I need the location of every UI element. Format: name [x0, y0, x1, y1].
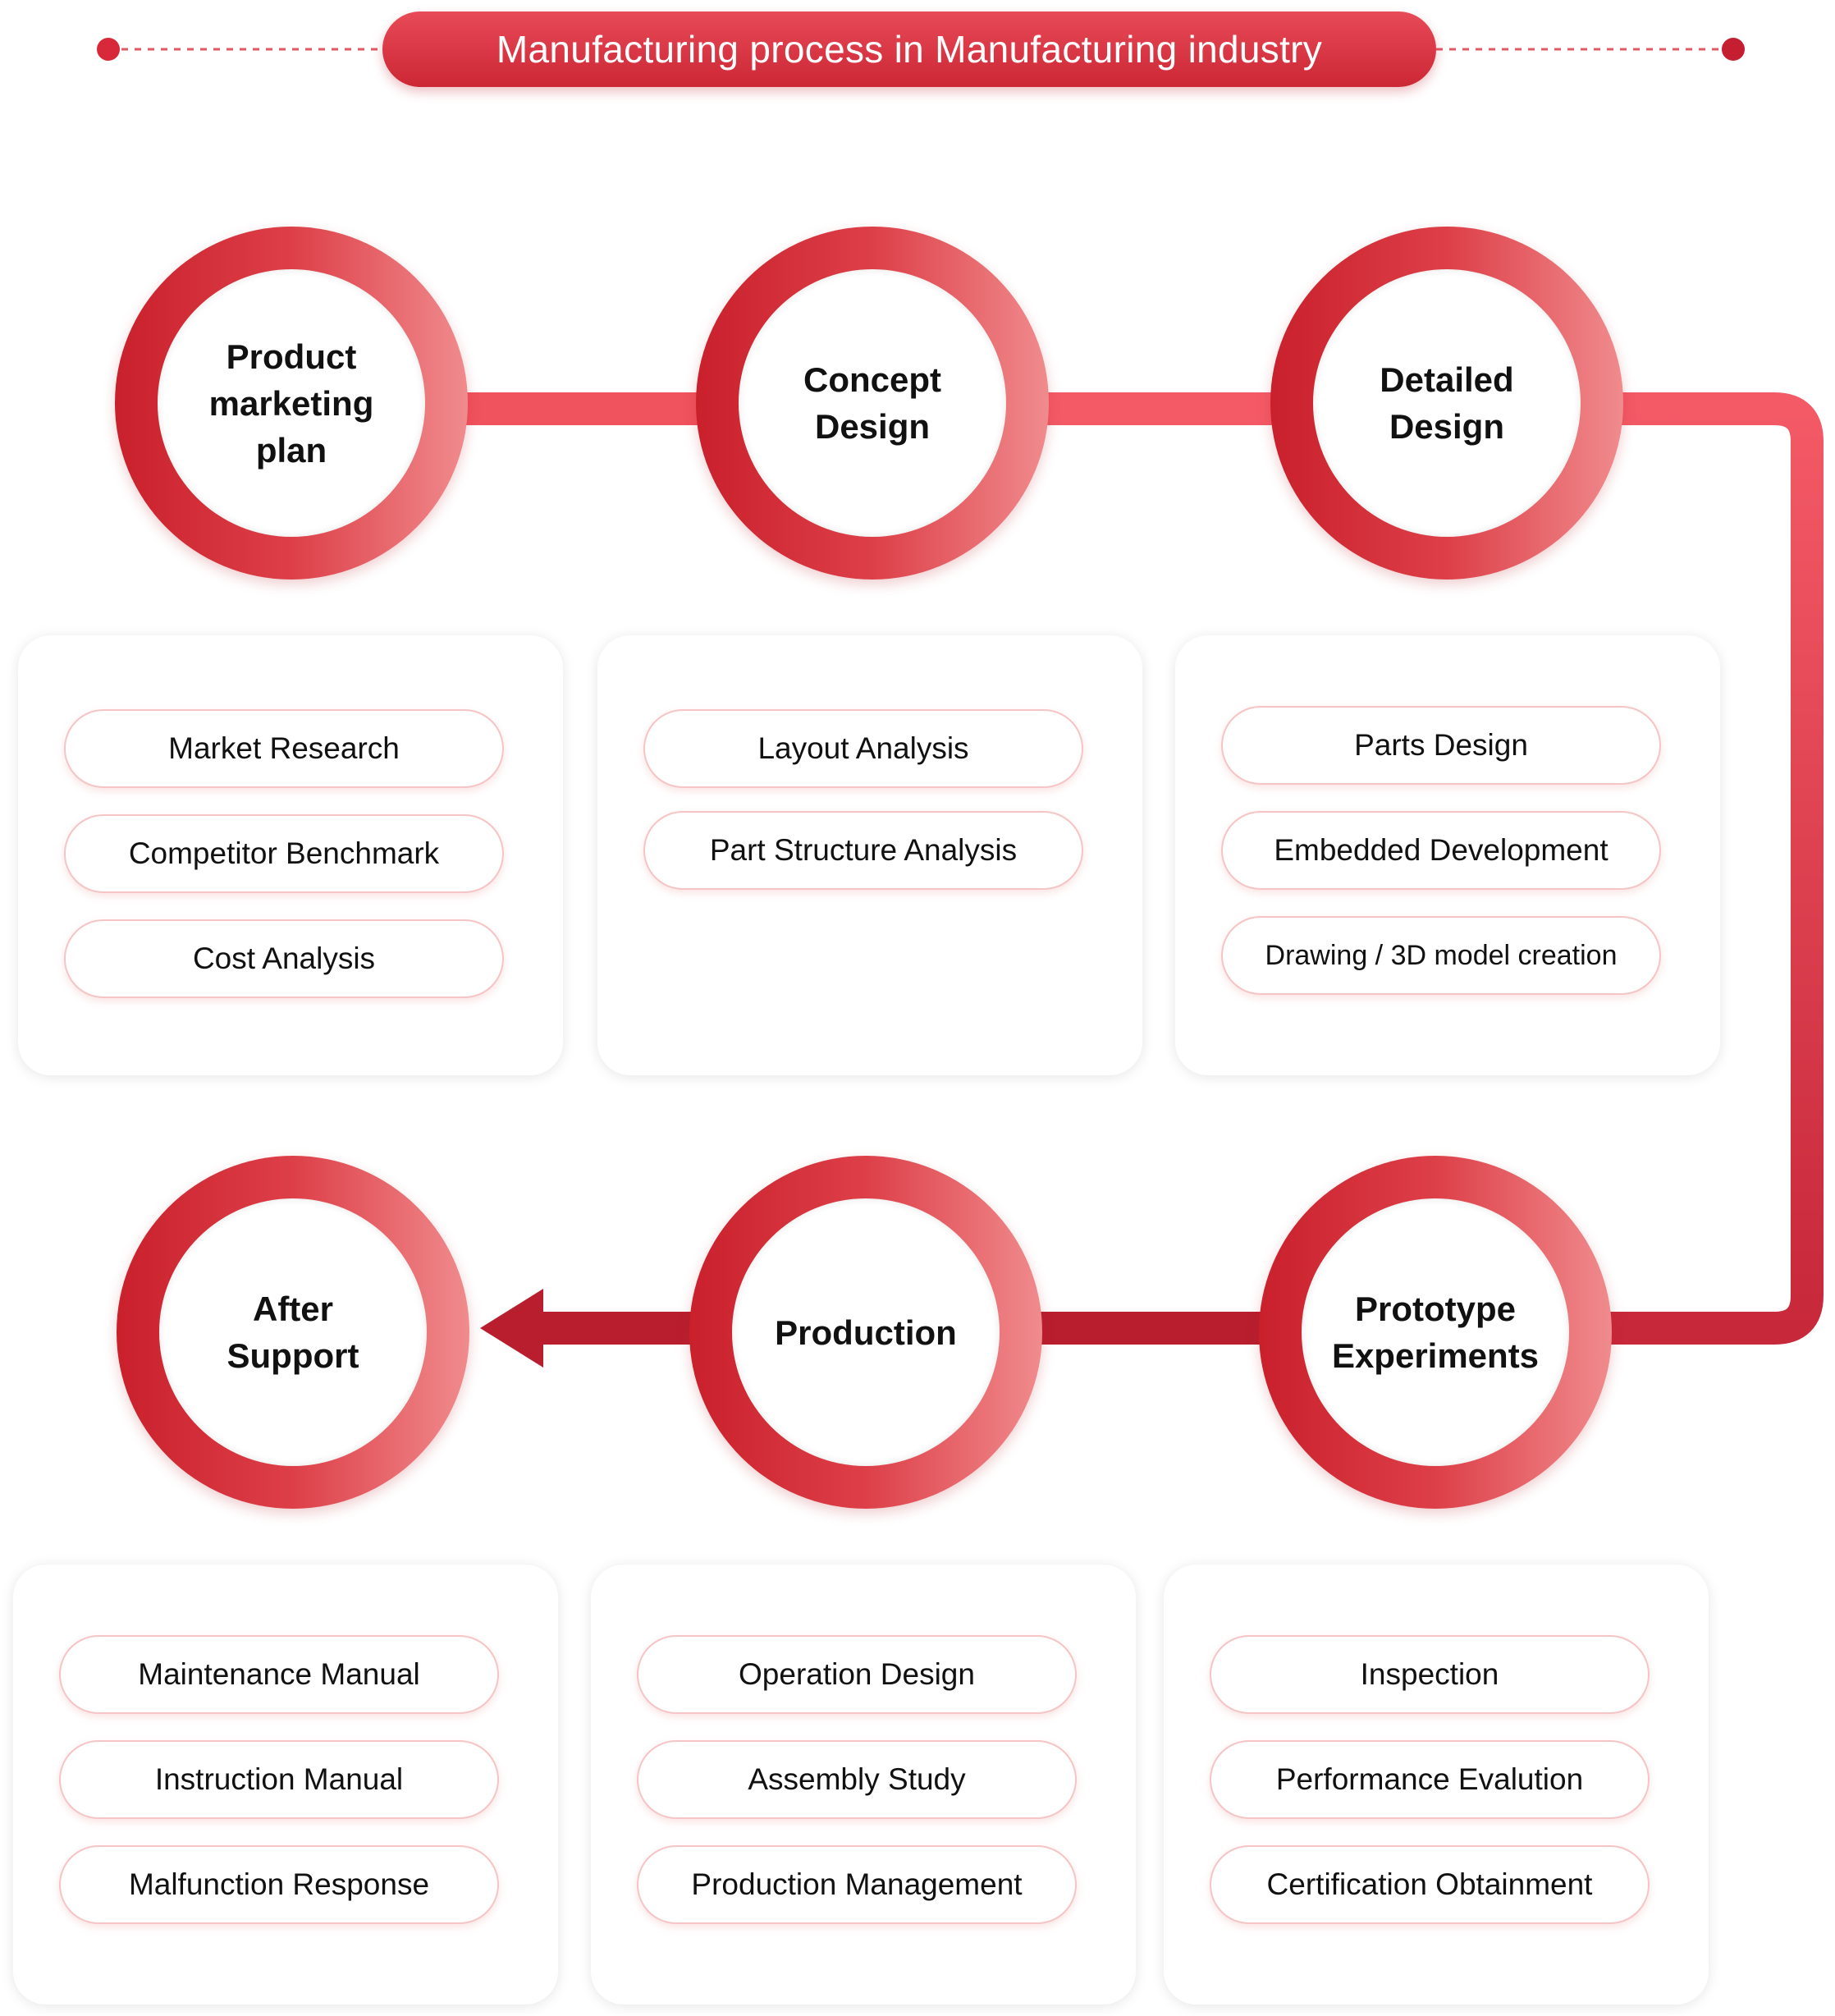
stage-title: After Support — [227, 1290, 359, 1375]
stage-ring-concept-design: Concept Design — [696, 227, 1049, 580]
header-title-pill: Manufacturing process in Manufacturing i… — [382, 11, 1436, 87]
task-pill: Operation Design — [637, 1635, 1077, 1714]
stage-card-after-support: Maintenance Manual Instruction Manual Ma… — [13, 1565, 558, 2005]
task-pill: Parts Design — [1221, 706, 1661, 785]
connector-concept-to-detailed — [1034, 392, 1297, 425]
arrow-head-left-icon — [480, 1289, 543, 1368]
stage-card-detailed-design: Parts Design Embedded Development Drawin… — [1175, 635, 1720, 1075]
task-pill: Cost Analysis — [64, 919, 504, 998]
stage-title: Concept Design — [803, 360, 941, 446]
stage-card-production: Operation Design Assembly Study Producti… — [591, 1565, 1136, 2005]
task-pill: Instruction Manual — [59, 1740, 499, 1819]
stage-ring-production: Production — [689, 1156, 1042, 1509]
stage-card-concept-design: Layout Analysis Part Structure Analysis — [597, 635, 1142, 1075]
header-dot-right — [1722, 38, 1745, 61]
stage-title: Prototype Experiments — [1331, 1290, 1540, 1375]
task-pill: Assembly Study — [637, 1740, 1077, 1819]
task-pill: Competitor Benchmark — [64, 814, 504, 893]
task-pill: Part Structure Analysis — [643, 811, 1083, 890]
stage-ring-after-support: After Support — [117, 1156, 469, 1509]
stage-center: After Support — [159, 1198, 427, 1466]
task-pill: Performance Evalution — [1210, 1740, 1650, 1819]
header-dot-left — [97, 38, 120, 61]
stage-center: Concept Design — [739, 269, 1006, 537]
connector-prototype-to-production — [1018, 1312, 1297, 1345]
page-title: Manufacturing process in Manufacturing i… — [496, 28, 1323, 71]
task-pill: Inspection — [1210, 1635, 1650, 1714]
stage-center: Prototype Experiments — [1302, 1198, 1569, 1466]
task-pill: Production Management — [637, 1845, 1077, 1924]
stage-ring-prototype-experiments: Prototype Experiments — [1259, 1156, 1612, 1509]
task-pill: Certification Obtainment — [1210, 1845, 1650, 1924]
stage-card-prototype-experiments: Inspection Performance Evalution Certifi… — [1164, 1565, 1709, 2005]
connector-production-to-support — [538, 1312, 714, 1345]
stage-center: Detailed Design — [1313, 269, 1581, 537]
task-pill: Maintenance Manual — [59, 1635, 499, 1714]
task-pill: Market Research — [64, 709, 504, 788]
stage-title: Product marketing plan — [208, 337, 374, 470]
stage-center: Production — [732, 1198, 1000, 1466]
stage-center: Product marketing plan — [158, 269, 425, 537]
stage-ring-product-marketing-plan: Product marketing plan — [115, 227, 468, 580]
task-pill: Embedded Development — [1221, 811, 1661, 890]
stage-title: Production — [775, 1313, 957, 1352]
stage-card-product-marketing-plan: Market Research Competitor Benchmark Cos… — [18, 635, 563, 1075]
task-pill: Malfunction Response — [59, 1845, 499, 1924]
stage-title: Detailed Design — [1380, 360, 1514, 446]
connector-plan-to-concept — [460, 392, 722, 425]
stage-ring-detailed-design: Detailed Design — [1270, 227, 1623, 580]
task-pill: Drawing / 3D model creation — [1221, 916, 1661, 995]
connector-detailed-to-prototype — [1592, 392, 1824, 1345]
task-pill: Layout Analysis — [643, 709, 1083, 788]
